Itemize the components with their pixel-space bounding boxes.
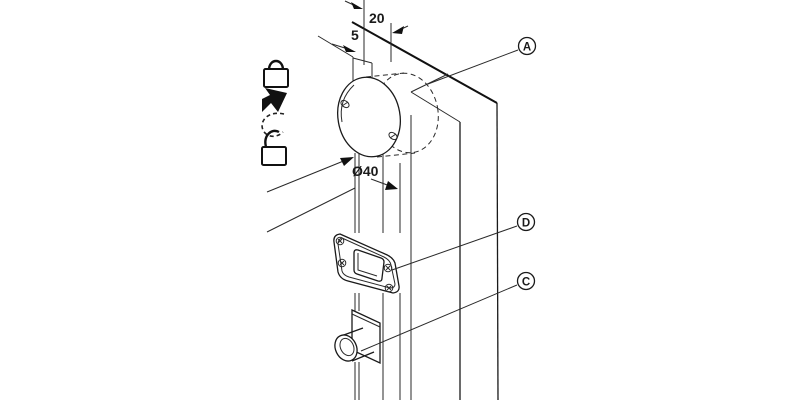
cylinder-rim-arc (340, 84, 355, 123)
locked-padlock-icon (263, 59, 289, 88)
strike-plate-bevel (337, 237, 396, 289)
turn-arrow-icon (262, 88, 287, 112)
leader-A (427, 49, 519, 85)
dim-20-label: 20 (369, 10, 385, 26)
arrow-40-left (340, 157, 354, 166)
arrow-left (351, 2, 363, 9)
part-label-A: A (427, 36, 537, 85)
part-label-C: C (360, 271, 536, 352)
panel-notch (352, 57, 373, 84)
dimension-diameter-40: Ø40 (266, 157, 398, 207)
label-C-text: C (522, 277, 530, 289)
cylinder-screw-bottom (388, 131, 398, 141)
panel-edge-above-notch (317, 35, 354, 58)
lock-cylinder (337, 76, 401, 158)
dimension-20: 20 (344, 0, 409, 65)
panel-front-top-edge (410, 91, 461, 123)
dim-40-leader (266, 159, 347, 193)
dim-5-label: 5 (351, 27, 359, 43)
cabinet-panel (266, 21, 499, 400)
hidden-cylinder-top-line (365, 72, 405, 78)
label-circle-C (516, 271, 536, 291)
cutout-depth-line (357, 253, 378, 277)
dim-40-label: Ø40 (352, 163, 379, 179)
locking-direction-icons (261, 59, 289, 166)
dimension-5: 5 (331, 27, 359, 52)
label-A-text: A (523, 42, 531, 54)
arrow-40-right (385, 181, 398, 190)
leader-C (360, 284, 518, 352)
cylinder-screw-top (340, 99, 350, 109)
reference-diagonal (266, 187, 356, 233)
strike-plate (333, 233, 400, 294)
leader-D (391, 225, 518, 271)
part-label-D: D (391, 212, 536, 271)
locking-bolt (334, 308, 381, 365)
arrow-5 (343, 45, 356, 52)
panel-back-corner-edge (496, 102, 499, 400)
label-circle-D (516, 212, 536, 232)
arrow-right (392, 26, 404, 34)
label-D-text: D (522, 218, 530, 230)
hidden-cylinder-bottom-line (376, 152, 416, 158)
strike-plate-screws (335, 236, 394, 293)
rotate-dashed-arrow-icon (261, 112, 285, 138)
unlocked-padlock-icon (261, 129, 287, 166)
label-circle-A (517, 36, 537, 56)
bolt-plate-edge (351, 313, 381, 328)
bolt-end-bore (339, 337, 355, 357)
panel-top-back-edge (351, 21, 498, 104)
bolt-bottom-line (351, 351, 375, 362)
cylinder-face (337, 76, 401, 158)
strike-plate-cutout (353, 249, 385, 282)
